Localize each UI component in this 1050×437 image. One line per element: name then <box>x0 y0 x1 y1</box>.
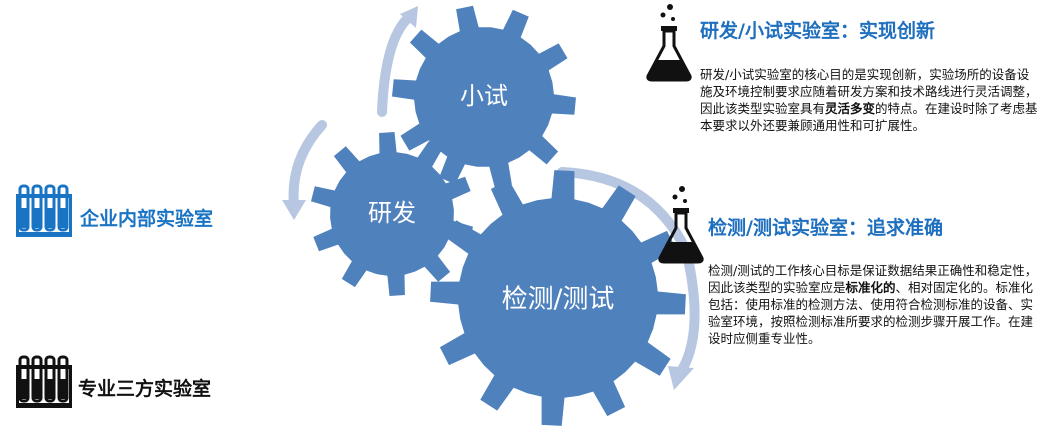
test-section-title: 检测/测试实验室：追求准确 <box>708 217 943 239</box>
test-body-text-2: 、相对固定化的。标准化包括：使用标准的检测方法、使用符合检测标准的设备、实验室环… <box>708 280 1034 346</box>
gear-medium <box>311 132 473 296</box>
gear-small-label: 小试 <box>460 82 508 110</box>
cycle-arrow-right-head <box>668 366 694 390</box>
rd-body-text-1: 研发/小试实验室的核心目的是实现创新，实验场所的设备设施及环境控制要求应随着研发… <box>700 67 1038 116</box>
enterprise-lab-label: 企业内部实验室 <box>80 208 214 230</box>
rd-section-title: 研发/小试实验室：实现创新 <box>700 20 935 42</box>
test-body-emphasis: 标准化的 <box>845 280 896 295</box>
gear-large <box>430 170 686 426</box>
cycle-arrow-top-head <box>400 6 418 28</box>
gear-small <box>392 5 576 189</box>
rd-section-body: 研发/小试实验室的核心目的是实现创新，实验场所的设备设施及环境控制要求应随着研发… <box>700 66 1038 134</box>
flask-icon <box>646 4 692 82</box>
gear-medium-label: 研发 <box>368 199 416 227</box>
cycle-arrow-left-head <box>282 200 306 220</box>
test-section-body: 检测/测试的工作核心目标是保证数据结果正确性和稳定性，因此该类型的实验室应是标准… <box>708 262 1038 347</box>
test-tube-rack-icon <box>16 184 72 237</box>
flask-icon <box>658 186 704 264</box>
rd-body-emphasis: 灵活多变 <box>825 101 876 116</box>
cycle-arrow-left <box>288 120 327 210</box>
test-tube-rack-icon <box>16 355 72 408</box>
gear-large-label: 检测/测试 <box>502 285 615 315</box>
test-body-text-1: 检测/测试的工作核心目标是保证数据结果正确性和稳定性，因此该类型的实验室应是 <box>708 263 1038 295</box>
cycle-arrow-top <box>377 13 413 117</box>
third-party-lab-label: 专业三方实验室 <box>78 378 212 400</box>
rd-body-text-2: 的特点。在建设时除了考虑基本要求以外还要兼顾通用性和可扩展性。 <box>700 101 1038 133</box>
